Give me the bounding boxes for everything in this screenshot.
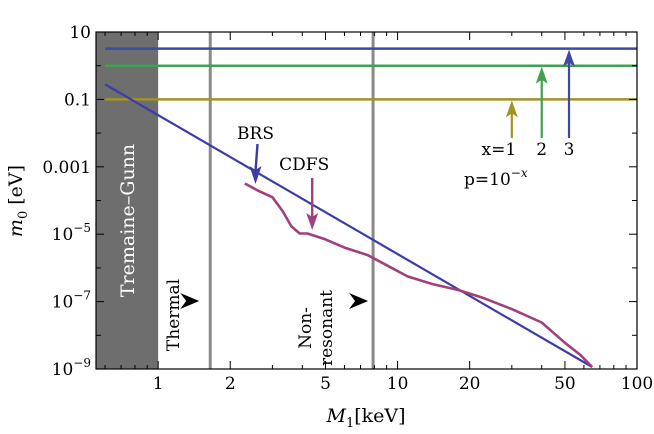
y-tick-label: 10−9 bbox=[52, 356, 91, 380]
x-tick-label: 1 bbox=[153, 374, 164, 394]
x-tick-label: 2 bbox=[225, 374, 236, 394]
series-line-brs bbox=[104, 83, 593, 368]
thermal-label: Thermal bbox=[164, 279, 184, 351]
p-arrow-head-1 bbox=[505, 100, 518, 118]
p-formula-label: p=10−x bbox=[464, 166, 528, 190]
y-tick-label: 10−7 bbox=[52, 289, 91, 313]
p-arrow-label-3: 3 bbox=[564, 140, 575, 160]
x-tick-label: 50 bbox=[554, 374, 576, 394]
brs-arrow-head bbox=[249, 166, 262, 184]
tremaine-gunn-region bbox=[96, 32, 159, 369]
y-tick-label: 0.1 bbox=[64, 90, 91, 110]
x-axis-label: M1[keV] bbox=[325, 405, 405, 431]
p-arrow-head-2 bbox=[535, 66, 548, 84]
p-arrow-label-2: 2 bbox=[536, 140, 547, 160]
x-tick-label: 100 bbox=[621, 374, 653, 394]
non-resonant-label: Non-resonant bbox=[296, 290, 337, 366]
x-tick-label: 20 bbox=[459, 374, 481, 394]
cdfs-label: CDFS bbox=[279, 155, 329, 175]
x-tick-label: 5 bbox=[320, 374, 331, 394]
thermal-arrow bbox=[180, 293, 200, 309]
y-tick-label: 0.001 bbox=[42, 158, 91, 178]
y-tick-label: 10 bbox=[69, 23, 91, 43]
tremaine-gunn-label: Tremaine–Gunn bbox=[117, 144, 139, 297]
p-arrow-label-1: x=1 bbox=[481, 140, 516, 160]
brs-arrow-shaft bbox=[254, 143, 259, 172]
series-line-cdfs bbox=[244, 182, 594, 368]
non-resonant-arrow bbox=[349, 293, 369, 309]
brs-label: BRS bbox=[237, 124, 274, 144]
cdfs-arrow-head bbox=[306, 213, 319, 230]
y-axis-label: m0 [eV] bbox=[5, 165, 31, 237]
p-arrow-head-3 bbox=[563, 49, 576, 67]
y-tick-label: 10−5 bbox=[52, 221, 91, 245]
x-tick-label: 10 bbox=[387, 374, 409, 394]
